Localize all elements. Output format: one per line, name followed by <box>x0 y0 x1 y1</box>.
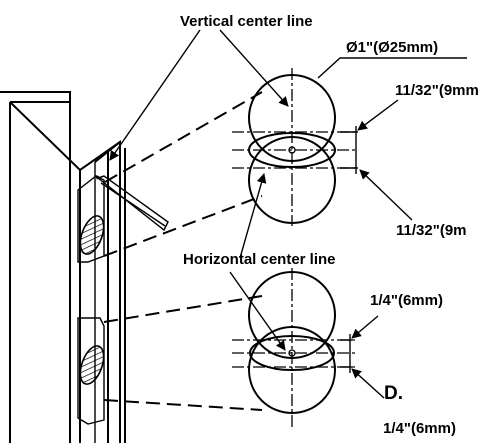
upper-dimension-bottom-label: 11/32"(9m <box>396 222 467 239</box>
horizontal-center-line-label: Horizontal center line <box>183 251 336 268</box>
lower-dimension <box>340 315 385 399</box>
upper-dimension <box>340 99 413 221</box>
hole-mark-upper <box>79 215 105 255</box>
vertical-center-line-label: Vertical center line <box>180 13 313 30</box>
door-frame <box>0 91 126 443</box>
upper-dimension-top-label: 11/32"(9mm <box>395 82 479 99</box>
lower-dimension-bottom-label: 1/4"(6mm) <box>383 420 456 437</box>
projection-lines <box>103 91 263 411</box>
leader-lines <box>109 29 467 351</box>
hole-mark-lower <box>79 345 105 385</box>
step-letter: D. <box>384 383 403 404</box>
slot-panel <box>77 175 105 425</box>
lower-hole-detail <box>232 268 356 428</box>
lower-dimension-top-label: 1/4"(6mm) <box>370 292 443 309</box>
diameter-label: Ø1"(Ø25mm) <box>346 39 438 56</box>
upper-hole-detail <box>232 68 356 226</box>
pencil-icon <box>95 175 169 232</box>
